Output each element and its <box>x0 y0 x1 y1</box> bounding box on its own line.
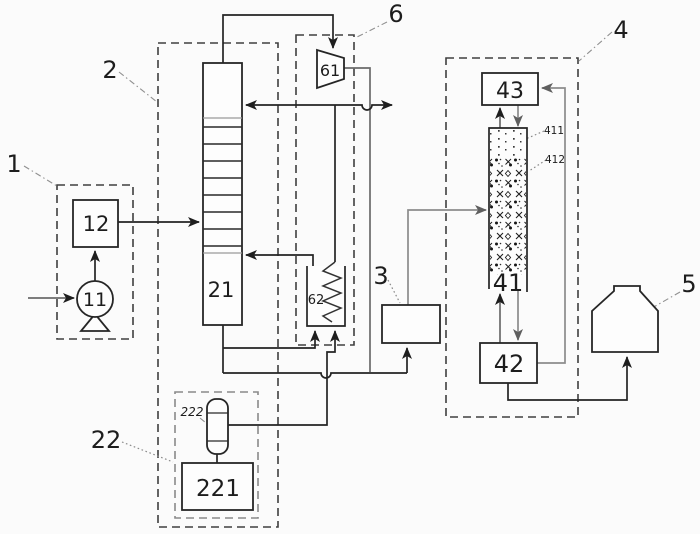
label-group-6: 6 <box>388 0 403 28</box>
leader-6 <box>356 21 388 38</box>
storage-tank-5 <box>591 285 659 353</box>
unit-2-column: 21 <box>202 62 243 326</box>
compressor-61 <box>316 48 345 90</box>
unit-6-mvr: 61 62 <box>306 48 346 327</box>
gas-bottle-222 <box>206 398 229 455</box>
label-222: 222 <box>181 405 204 419</box>
label-43: 43 <box>496 79 524 104</box>
unit-4-adsorption: 43 41 411 412 42 <box>479 72 565 384</box>
unit-3-box <box>381 304 441 344</box>
label-group-22: 22 <box>91 426 122 454</box>
leader-1 <box>23 165 58 187</box>
label-11: 11 <box>83 289 107 311</box>
line-bottoms-to-62 <box>223 330 320 349</box>
column-shell <box>202 62 243 326</box>
stream-lines-gray <box>344 67 566 372</box>
leader-411 <box>511 130 545 146</box>
group-22-boundary <box>174 391 259 519</box>
pump-11 <box>76 280 114 318</box>
stream-lines-dark <box>28 14 632 463</box>
line-222-to-62 <box>228 330 340 426</box>
label-group-5: 5 <box>681 270 696 298</box>
line-overhead-to-61 <box>222 14 338 63</box>
line-product-out <box>335 100 393 111</box>
group-1-boundary <box>56 184 134 340</box>
column-trays <box>203 126 242 247</box>
unit-43-box <box>481 72 539 106</box>
unit-1-feed: 12 11 <box>72 199 119 332</box>
label-61: 61 <box>320 61 340 80</box>
heating-coil-62 <box>321 261 343 323</box>
leader-4 <box>578 31 613 62</box>
label-21: 21 <box>208 278 235 302</box>
leader-2 <box>118 71 158 103</box>
packed-column-41-shell <box>488 127 528 292</box>
generator-221 <box>181 462 254 511</box>
packing-411 <box>490 130 526 156</box>
line-62-vapor-return <box>245 250 314 266</box>
line-bottoms-run <box>223 372 407 379</box>
label-42: 42 <box>494 350 525 378</box>
label-62: 62 <box>308 293 325 308</box>
group-4-boundary <box>445 57 579 418</box>
unit-42-box <box>479 342 538 384</box>
pump-base <box>79 312 111 332</box>
reboiler-vessel-fill <box>307 266 345 326</box>
leader-222 <box>199 417 212 428</box>
label-12: 12 <box>83 212 110 236</box>
leader-412 <box>528 159 547 172</box>
label-group-2: 2 <box>102 56 117 84</box>
label-group-4: 4 <box>613 16 628 44</box>
label-group-3: 3 <box>373 262 388 290</box>
packing-412 <box>490 156 526 275</box>
reboiler-vessel-62 <box>306 266 346 327</box>
label-group-1: 1 <box>6 150 21 178</box>
label-41: 41 <box>493 269 524 297</box>
group-6-boundary <box>295 34 355 346</box>
leader-3 <box>387 279 401 304</box>
label-411: 411 <box>544 125 564 137</box>
column-section-lines <box>203 117 242 254</box>
line-42-to-5 <box>507 356 632 401</box>
unit-22-gas-source: 222 221 <box>181 398 254 511</box>
gas-bottle-lines <box>207 412 228 442</box>
line-61-discharge <box>344 67 371 372</box>
feed-vessel-12 <box>72 199 119 248</box>
label-412: 412 <box>545 154 565 166</box>
leader-5 <box>651 291 681 309</box>
line-42-to-43-recycle <box>537 83 566 364</box>
group-2-boundary <box>157 42 279 528</box>
leader-22 <box>121 441 174 463</box>
line-3-to-41 <box>407 205 487 305</box>
label-221: 221 <box>196 476 240 502</box>
